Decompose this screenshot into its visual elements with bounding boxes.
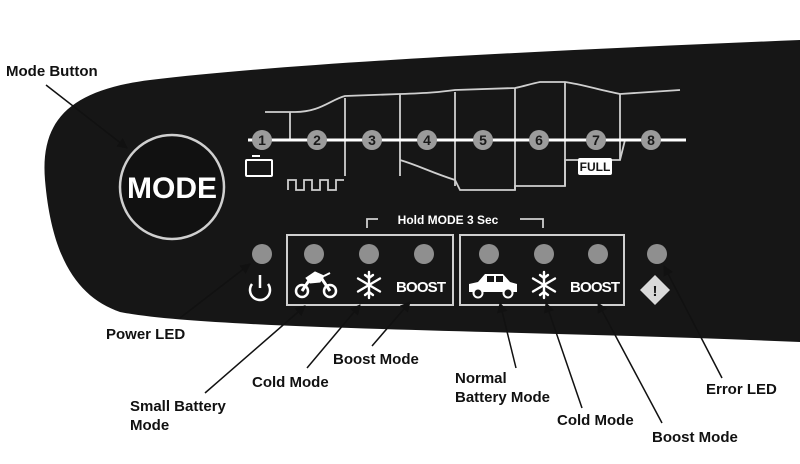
boost-mode-led-right [588, 244, 608, 264]
stage-led-3 [362, 130, 382, 150]
svg-text:FULL: FULL [580, 160, 611, 174]
motorcycle-icon [294, 271, 338, 299]
full-badge: FULL [578, 158, 612, 175]
stage-number: 8 [647, 132, 655, 148]
small-battery-mode-group [286, 234, 454, 306]
mode-button-label: MODE [127, 172, 217, 205]
label-boost-mode-right: Boost Mode [652, 429, 738, 446]
normal-battery-mode-group [459, 234, 625, 306]
stage-led-1 [252, 130, 272, 150]
arrow-error-led [663, 265, 723, 379]
stage-number: 4 [423, 132, 431, 148]
svg-text:!: ! [653, 283, 658, 300]
boost-mode-led-left [414, 244, 434, 264]
label-boost-mode-left: Boost Mode [333, 351, 419, 368]
stage-number: 5 [479, 132, 487, 148]
power-icon [248, 275, 272, 302]
battery-icon [245, 155, 273, 177]
hold-mode-label: Hold MODE 3 Sec [398, 213, 499, 227]
stage-led-7 [586, 130, 606, 150]
stage-led-2 [307, 130, 327, 150]
pulse-icon [287, 179, 344, 191]
arrow-cold-mode-left [306, 304, 361, 369]
label-power-led: Power LED [106, 326, 186, 343]
label-mode-button: Mode Button [6, 63, 98, 80]
snowflake-icon [531, 270, 557, 300]
arrow-normal-battery [497, 301, 517, 369]
cold-mode-led-right [534, 244, 554, 264]
charge-profile-graphic [265, 81, 681, 191]
arrow-power-led [179, 263, 251, 319]
error-led [647, 244, 667, 264]
boost-label-right: BOOST [570, 279, 620, 296]
cold-mode-led-left [359, 244, 379, 264]
label-small-battery-mode: Small Battery Mode [130, 398, 226, 434]
callout-arrows [45, 84, 723, 424]
stage-number: 7 [592, 132, 600, 148]
stage-led-4 [417, 130, 437, 150]
stage-led-6 [529, 130, 549, 150]
arrow-cold-mode-right [544, 302, 583, 409]
normal-battery-led [479, 244, 499, 264]
stage-number: 2 [313, 132, 321, 148]
label-cold-mode-left: Cold Mode [252, 374, 329, 391]
small-battery-led [304, 244, 324, 264]
arrow-boost-mode-right [597, 302, 663, 424]
warning-diamond-icon: ! [640, 275, 670, 305]
hold-mode-bracket [366, 218, 544, 228]
label-normal-battery-mode: Normal Battery Mode [455, 370, 551, 406]
arrow-mode-button [45, 84, 128, 149]
stage-indicators: 1 2 3 4 5 6 7 8 [252, 130, 661, 150]
arrow-boost-mode-left [371, 301, 411, 347]
snowflake-icon [356, 270, 382, 300]
label-cold-mode-right: Cold Mode [557, 412, 634, 429]
stage-led-8 [641, 130, 661, 150]
mode-button[interactable]: MODE [118, 133, 226, 241]
panel-body [44, 40, 800, 342]
boost-label-left: BOOST [396, 279, 446, 296]
stage-number: 1 [258, 132, 266, 148]
label-error-led: Error LED [706, 381, 777, 398]
arrow-small-battery [204, 305, 306, 394]
car-icon [469, 274, 517, 299]
power-led [252, 244, 272, 264]
stage-led-5 [473, 130, 493, 150]
stage-number: 3 [368, 132, 376, 148]
stage-number: 6 [535, 132, 543, 148]
